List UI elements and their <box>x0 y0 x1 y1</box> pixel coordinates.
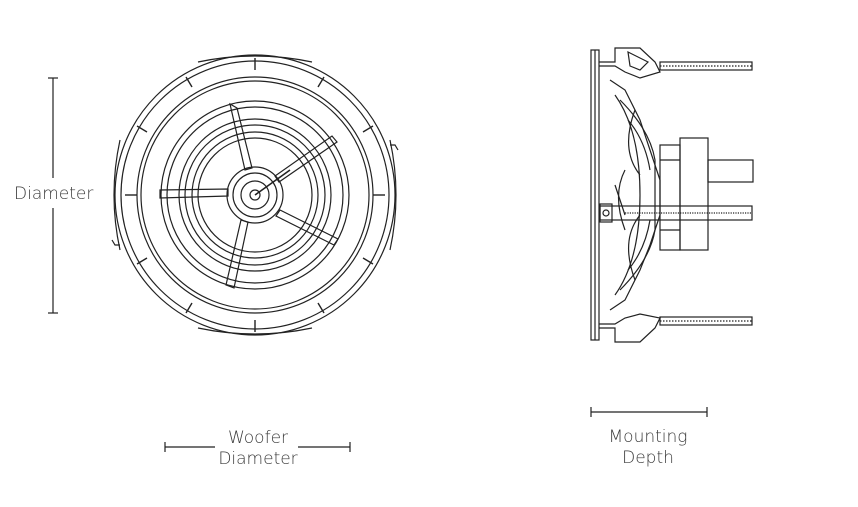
woofer-diameter-label-line2: Diameter <box>218 449 298 469</box>
diameter-dimension-line <box>48 77 58 314</box>
woofer-diameter-label-line1: Woofer <box>227 428 289 448</box>
woofer-diameter-dimension-line <box>164 442 351 452</box>
speaker-side-view <box>590 47 754 343</box>
mounting-depth-label-line2: Depth <box>622 448 674 468</box>
diameter-label: Diameter <box>14 184 94 204</box>
mounting-depth-label: Mounting Depth <box>598 427 698 469</box>
mounting-depth-dimension-line <box>590 407 708 417</box>
mounting-depth-label-line1: Mounting <box>608 427 688 447</box>
woofer-diameter-label: Woofer Diameter <box>208 428 308 470</box>
speaker-front-view <box>111 54 399 336</box>
